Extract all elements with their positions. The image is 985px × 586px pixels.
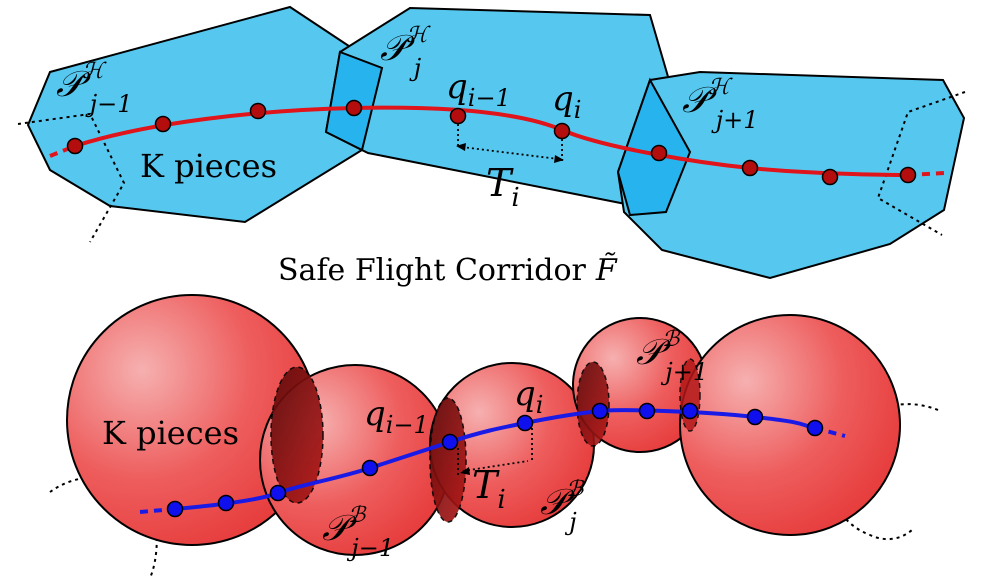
waypoint xyxy=(361,459,379,477)
waypoint-q-i-minus-1 xyxy=(441,433,459,451)
overlap-lens-3 xyxy=(576,361,610,447)
label-k-pieces-bottom: K pieces xyxy=(102,414,239,452)
overlap-lens-1 xyxy=(270,366,324,504)
label-t-i-bottom: Ti xyxy=(472,463,506,515)
label-t-i: Ti xyxy=(486,161,520,213)
waypoint-q-i xyxy=(553,122,571,140)
waypoint-q-i xyxy=(516,414,534,432)
label-q-i-bottom: qi xyxy=(514,374,543,419)
waypoint xyxy=(217,494,235,512)
ball-5 xyxy=(679,314,901,536)
dashed-neighbor-ball-right xyxy=(829,403,939,541)
waypoint-q-i-minus-1 xyxy=(449,107,467,125)
waypoint xyxy=(806,419,824,437)
waypoints-top xyxy=(66,99,917,186)
overlap-lens-2 xyxy=(429,397,467,523)
trajectory-dashed-left xyxy=(49,144,76,158)
waypoint xyxy=(638,402,656,420)
label-q-i: qi xyxy=(552,79,581,124)
waypoint xyxy=(681,402,699,420)
waypoints-bottom xyxy=(166,402,824,518)
waypoint xyxy=(650,144,668,162)
waypoint xyxy=(345,99,363,117)
waypoint xyxy=(746,408,764,426)
waypoint xyxy=(66,137,84,155)
dashed-neighbor-right xyxy=(876,91,966,236)
label-q-i-minus-1: qi−1 xyxy=(446,67,511,112)
t-interval-top xyxy=(456,124,564,163)
polytope-j-plus-1 xyxy=(616,70,966,280)
waypoint xyxy=(899,166,917,184)
t-interval-bottom xyxy=(457,428,533,476)
label-q-i-minus-1-bottom: qi−1 xyxy=(364,394,429,439)
waypoint xyxy=(741,159,759,177)
label-k-pieces-top: K pieces xyxy=(140,147,277,185)
trajectory-curve xyxy=(74,105,909,177)
dashed-neighbor-ball-left xyxy=(49,475,158,579)
waypoint xyxy=(591,402,609,420)
dashed-neighbor-left xyxy=(17,112,126,243)
waypoint xyxy=(821,168,839,186)
waypoint xyxy=(249,102,267,120)
waypoint xyxy=(166,500,184,518)
waypoint xyxy=(154,115,172,133)
waypoint xyxy=(269,484,287,502)
